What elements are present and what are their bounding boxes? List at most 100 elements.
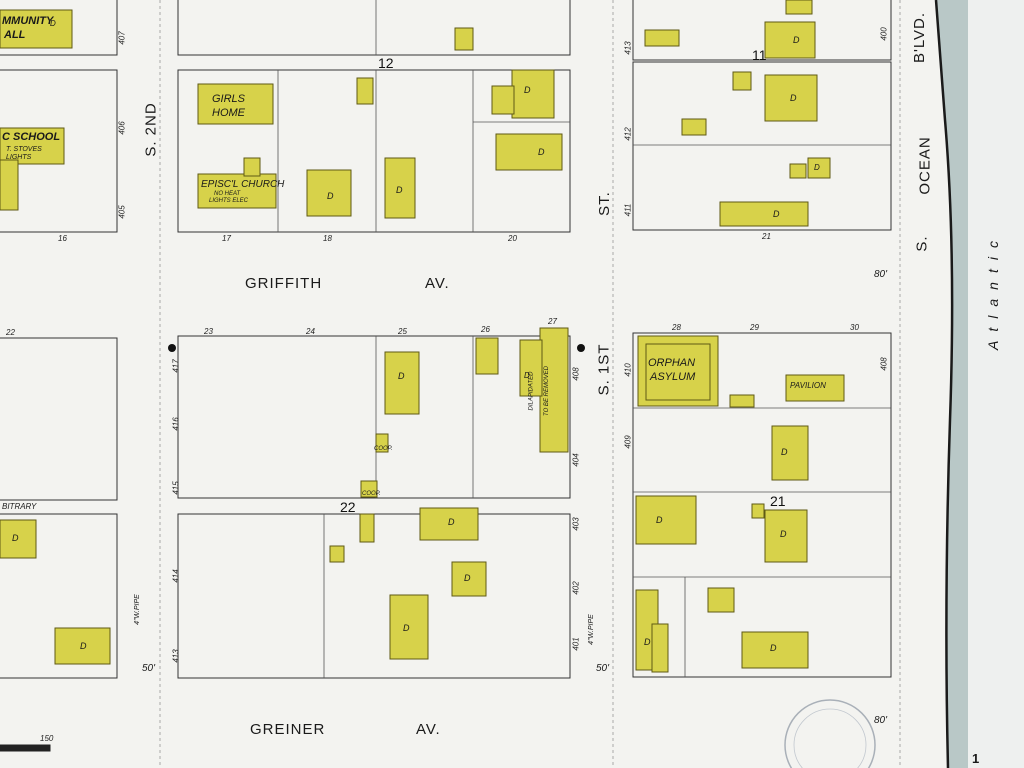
building-dilapidated <box>539 327 569 453</box>
building-girls-home <box>197 83 274 125</box>
lot-number: 16 <box>58 234 67 243</box>
building-dwelling-17 <box>389 594 429 660</box>
shoreline <box>934 0 954 768</box>
label-orphan-asylum-1: ORPHAN <box>648 357 696 369</box>
label-church-note-1: NO HEAT <box>214 191 241 197</box>
block-12 <box>177 69 571 233</box>
building-shed-4 <box>732 71 752 91</box>
building-dwelling-3 <box>306 169 352 217</box>
distance-80-bottom: 80' <box>874 715 888 726</box>
label-dilapidated-2: TO BE REMOVED <box>543 366 550 416</box>
house-number: 407 <box>117 31 127 45</box>
building-dwelling-2 <box>495 133 563 171</box>
building-shed-8 <box>729 394 755 408</box>
house-number: 410 <box>623 363 633 377</box>
street-greiner-suffix: AV. <box>416 721 441 738</box>
building-dwelling-20b <box>651 623 669 673</box>
building-dwelling-4 <box>384 157 416 219</box>
block-11 <box>632 61 892 231</box>
building-dwelling-18 <box>635 495 697 545</box>
block-low-left <box>0 513 118 679</box>
label-community-hall-2: ALL <box>4 29 26 41</box>
water-pipe-left: 4"W.PIPE <box>133 594 141 625</box>
lot-number: 27 <box>548 317 557 326</box>
label-church: EPISC'L CHURCH <box>201 179 285 190</box>
house-number: 400 <box>879 27 889 41</box>
dwelling-label: D <box>398 371 405 381</box>
house-number: 414 <box>171 569 181 583</box>
lot-number: 22 <box>6 328 15 337</box>
house-number: 413 <box>171 649 181 663</box>
dwelling-label: D <box>780 529 787 539</box>
lot-number: 26 <box>481 325 490 334</box>
building-shed-1 <box>454 27 474 51</box>
dwelling-label: D <box>538 147 545 157</box>
building-dwelling-10 <box>384 351 420 415</box>
building-dwelling-16 <box>451 561 487 597</box>
house-number: 411 <box>623 203 633 217</box>
label-arbitrary: BITRARY <box>2 502 37 511</box>
building-shed-9 <box>359 513 375 543</box>
building-dwelling-13 <box>0 519 37 559</box>
label-orphan-asylum-2: ASYLUM <box>650 371 696 383</box>
label-coop-1: COOP. <box>374 446 393 452</box>
building-school-wing <box>0 159 19 211</box>
building-coop-1 <box>375 433 389 453</box>
building-shed-6 <box>789 163 807 179</box>
building-dwelling-19 <box>764 509 808 563</box>
house-number: 402 <box>571 581 581 595</box>
street-st-suffix: ST. <box>595 191 613 216</box>
building-dwelling-21 <box>741 631 809 669</box>
lot-number: 21 <box>762 232 771 241</box>
label-school: C SCHOOL <box>2 131 61 143</box>
block-mid-middle <box>177 335 571 499</box>
building-orphan-asylum <box>637 335 719 407</box>
building-shed-12 <box>707 587 735 613</box>
building-dwelling-1b <box>491 85 515 115</box>
lot-number: 17 <box>222 234 231 243</box>
label-school-note-2: LIGHTS <box>6 154 32 161</box>
building-school <box>0 127 65 165</box>
street-ocean: OCEAN <box>916 136 934 195</box>
lot-number: 28 <box>672 323 681 332</box>
atlantic-label: Atlantic <box>984 232 1001 350</box>
lot-number: 23 <box>204 327 213 336</box>
street-griffith: GRIFFITH <box>245 275 323 292</box>
library-stamp <box>784 699 876 768</box>
dwelling-label: D <box>524 371 530 380</box>
sheet-number: 1 <box>972 751 980 766</box>
dwelling-label: D <box>396 185 403 195</box>
dwelling-label: D <box>464 573 471 583</box>
scale-bar <box>0 744 51 752</box>
dwelling-label: D <box>781 447 788 457</box>
building-dwelling-15 <box>419 507 479 541</box>
building-coop-2 <box>360 480 378 498</box>
scale-label: 150 <box>40 734 54 743</box>
building-dwelling-5 <box>785 0 813 15</box>
building-shed-2 <box>356 77 374 105</box>
right-margin <box>968 0 1024 768</box>
lot-number: 18 <box>323 234 332 243</box>
building-dwelling-1 <box>511 69 555 119</box>
block-number-11: 11 <box>752 47 767 63</box>
house-number: 403 <box>571 517 581 531</box>
house-number: 413 <box>623 41 633 55</box>
building-church <box>197 173 277 209</box>
distance-50-right: 50' <box>596 663 610 674</box>
building-dwelling-14 <box>54 627 111 665</box>
dwelling-label: D <box>793 35 800 45</box>
block-upper-left <box>0 69 118 233</box>
building-pavilion <box>785 374 845 402</box>
lot-number: 25 <box>398 327 407 336</box>
distance-80-top: 80' <box>874 269 888 280</box>
block-top-middle <box>177 0 571 56</box>
building-church-tower <box>243 157 261 177</box>
dwelling-label: D <box>790 93 797 103</box>
dwelling-label: D <box>448 517 455 527</box>
dwelling-label: D <box>656 515 663 525</box>
house-number: 406 <box>117 121 127 135</box>
house-number: 416 <box>171 417 181 431</box>
block-top-right <box>632 0 892 61</box>
